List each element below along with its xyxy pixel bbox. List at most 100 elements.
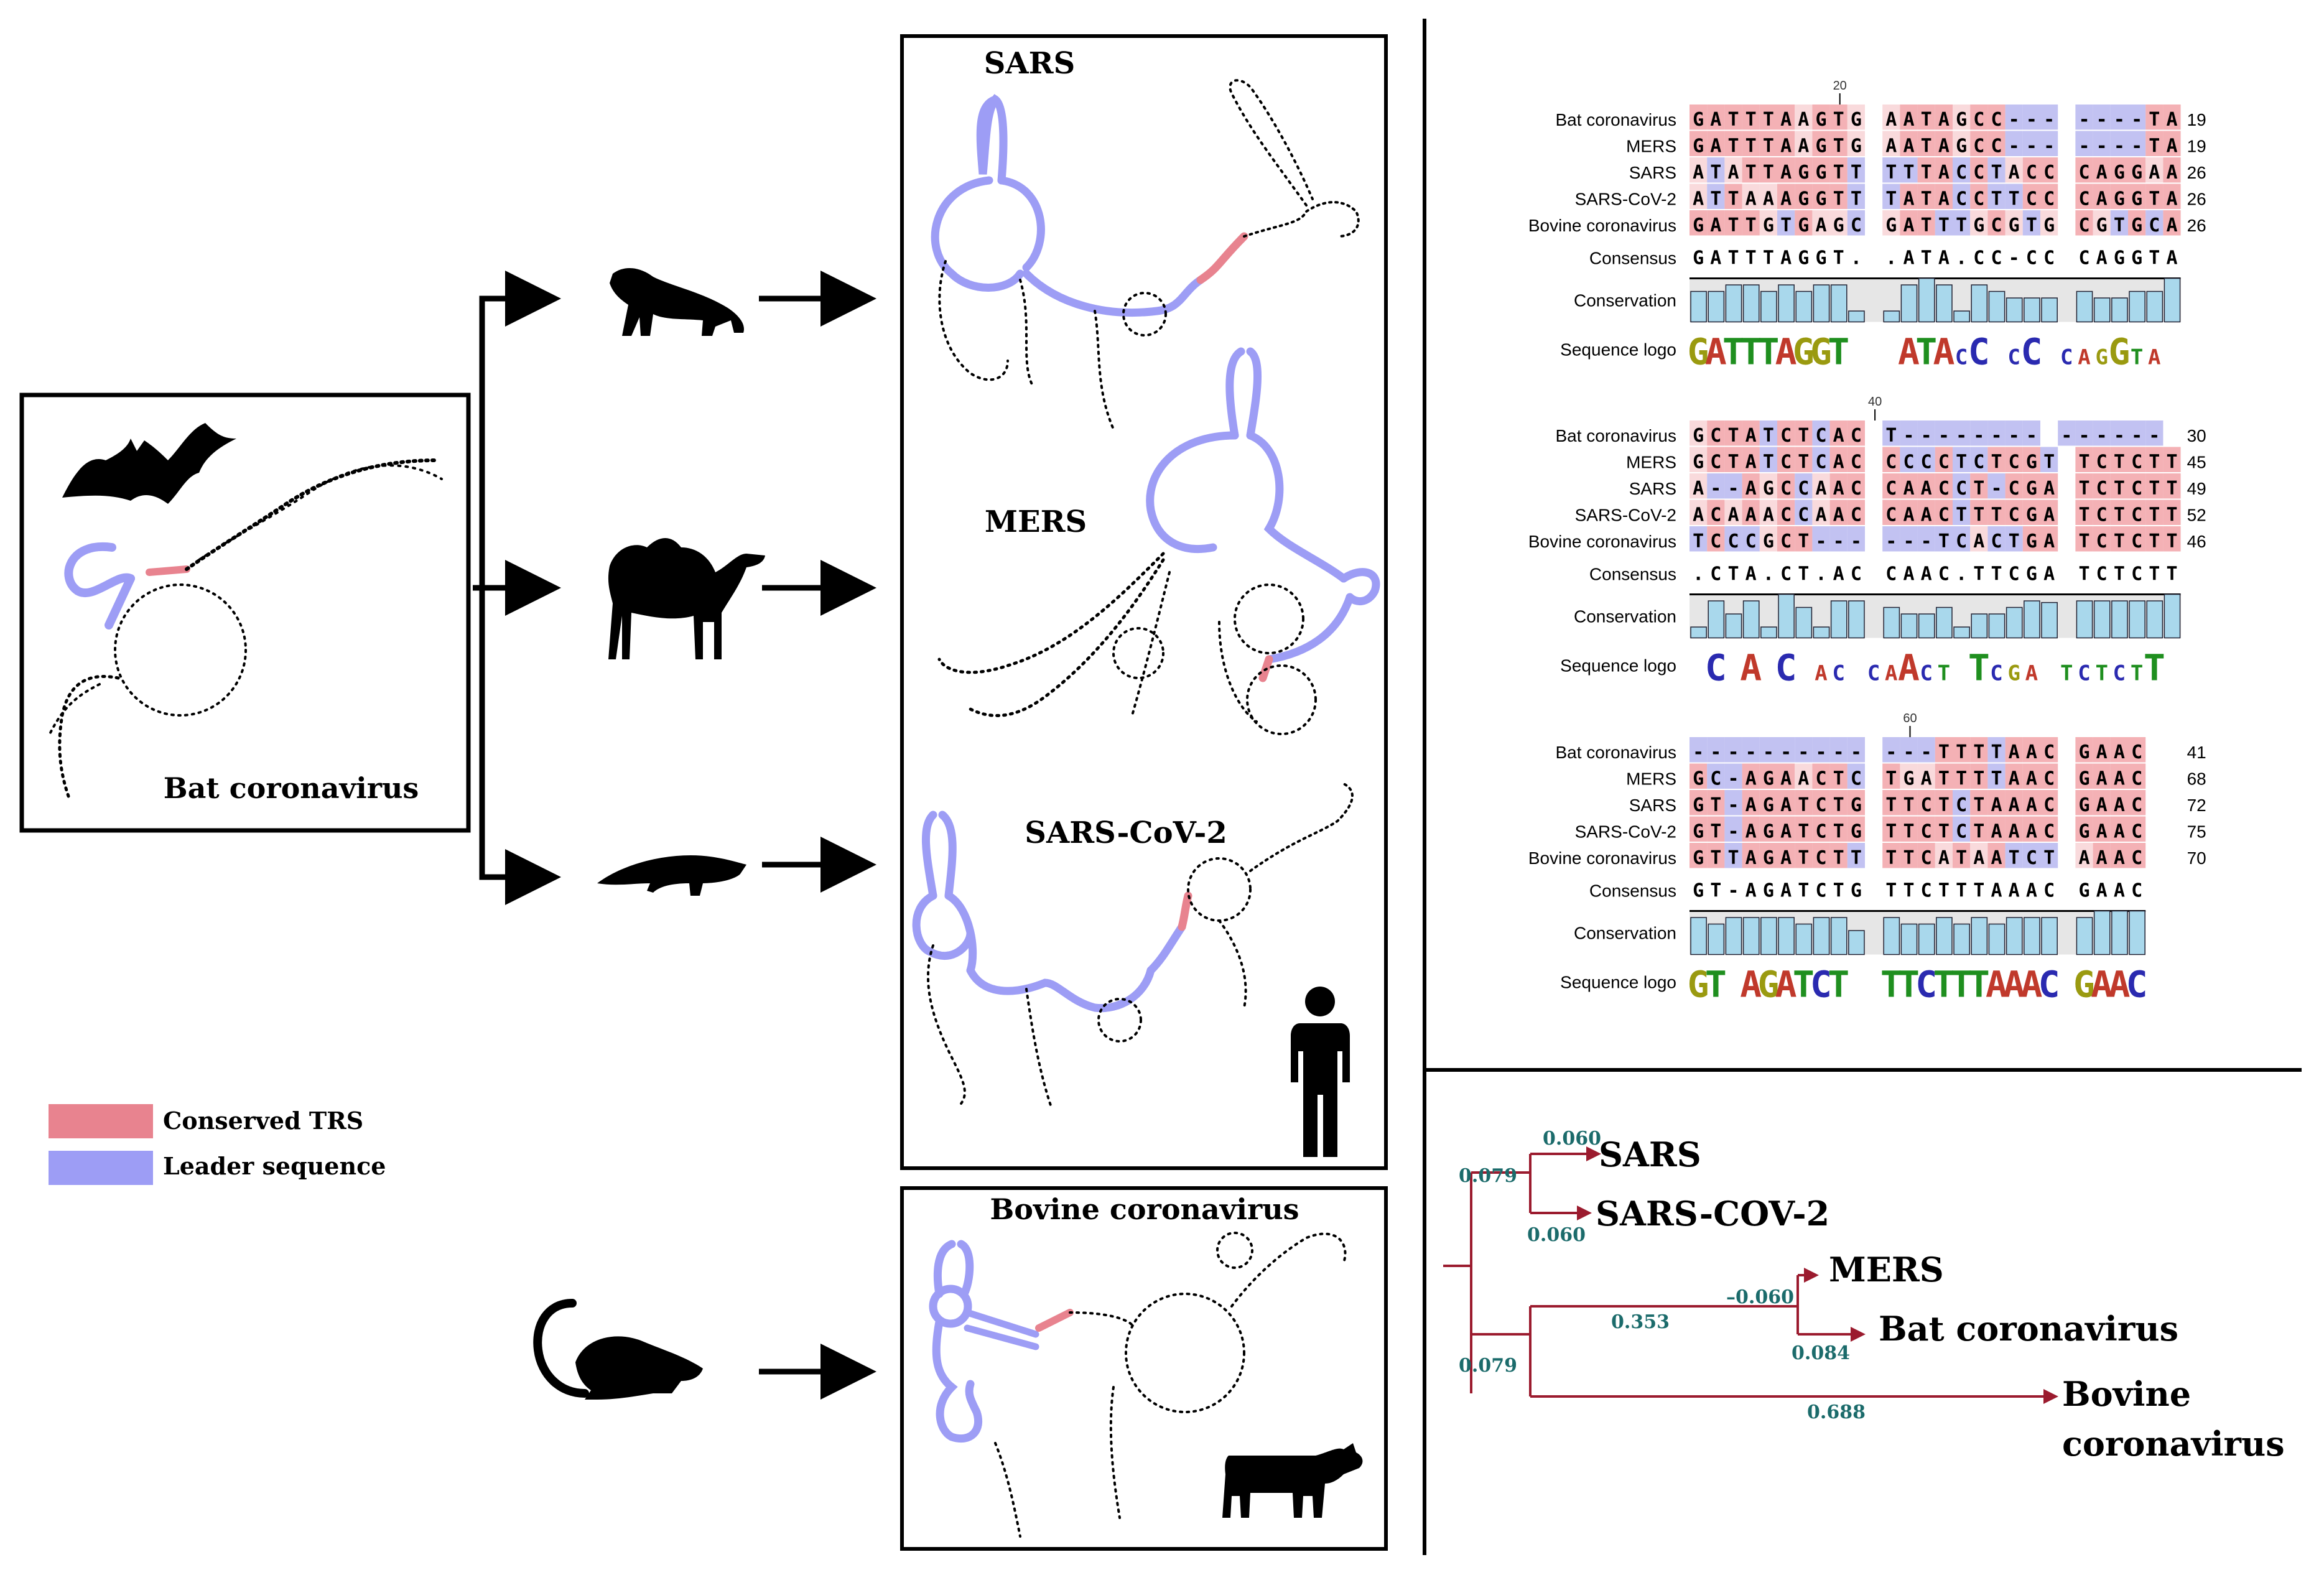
alignment-base: G	[1763, 531, 1774, 552]
alignment-base: T	[1833, 109, 1844, 131]
alignment-cell-bg	[2093, 447, 2111, 472]
alignment-cell-bg	[1707, 131, 1725, 156]
alignment-cell-bg	[1900, 105, 1918, 130]
alignment-base: T	[1973, 768, 1984, 790]
alignment-cell-bg	[1742, 843, 1760, 868]
alignment-cell-bg	[1935, 131, 1953, 156]
alignment-base: C	[1956, 478, 1967, 499]
conservation-bar	[2111, 297, 2128, 323]
consensus-base: .	[1851, 248, 1862, 269]
alignment-base: A	[1903, 478, 1914, 499]
alignment-base: G	[1903, 768, 1914, 790]
alignment-cell-bg	[1777, 157, 1795, 183]
alignment-base: C	[1710, 768, 1721, 790]
bovine-coronavirus-label: Bovine coronavirus	[990, 1192, 1299, 1226]
alignment-cell-bg	[1707, 157, 1725, 183]
alignment-base: C	[1727, 531, 1739, 552]
alignment-cell-bg	[1777, 184, 1795, 209]
conservation-bar	[1830, 600, 1848, 639]
alignment-cell-bg	[1917, 447, 1935, 472]
alignment-base: T	[1956, 504, 1967, 526]
conservation-bar	[1760, 917, 1777, 955]
alignment-base: T	[1851, 847, 1862, 869]
alignment-base: C	[1956, 188, 1967, 210]
alignment-base: C	[1815, 794, 1826, 816]
alignment-cell-bg	[1953, 105, 1971, 130]
alignment-row-end: 70	[2187, 848, 2206, 868]
logo-base: C	[2020, 331, 2042, 373]
conservation-bar	[1813, 917, 1830, 955]
alignment-cell-bg	[2005, 737, 2023, 763]
alignment-cell-bg	[1987, 210, 2006, 236]
alignment-cell-bg	[1953, 210, 1971, 236]
alignment-base: C	[1973, 162, 1984, 184]
alignment-cell-bg	[1987, 447, 2006, 472]
alignment-base: A	[1885, 109, 1897, 131]
alignment-base: T	[1833, 188, 1844, 210]
alignment-base: A	[2078, 847, 2089, 869]
logo-base: T	[1793, 964, 1815, 1006]
alignment-base: -	[2026, 425, 2037, 447]
alignment-base: A	[1780, 162, 1792, 184]
alignment-cell-bg	[1777, 843, 1795, 868]
alignment-cell-bg	[2022, 420, 2040, 446]
conservation-bar	[1725, 284, 1742, 323]
logo-base: A	[2078, 345, 2090, 370]
consensus-base: -	[1727, 880, 1739, 902]
alignment-cell-bg	[2110, 184, 2128, 209]
alignment-cell-bg	[1724, 105, 1742, 130]
length-bat: 0.084	[1792, 1342, 1850, 1364]
alignment-cell-bg	[2110, 737, 2128, 763]
alignment-base: A	[1693, 504, 1704, 526]
alignment-cell-bg	[1900, 473, 1918, 499]
alignment-cell-bg	[2128, 499, 2146, 525]
conservation-bar	[2024, 297, 2040, 323]
alignment-base: -	[2043, 109, 2055, 131]
alignment-base: T	[1798, 425, 1809, 447]
cow-icon	[1222, 1443, 1363, 1518]
alignment-base: T	[1851, 188, 1862, 210]
alignment-cell-bg	[2110, 526, 2128, 552]
alignment-cell-bg	[1690, 184, 1708, 209]
alignment-base: C	[1710, 425, 1721, 447]
alignment-cell-bg	[1987, 499, 2006, 525]
alignment-base: A	[1798, 768, 1809, 790]
alignment-base: C	[2043, 162, 2055, 184]
conservation-bar	[2129, 910, 2145, 955]
logo-base: A	[1986, 964, 2007, 1006]
alignment-base: T	[1833, 768, 1844, 790]
alignment-base: A	[2026, 741, 2037, 763]
alignment-cell-bg	[1759, 184, 1777, 209]
conservation-bar	[1883, 917, 1900, 955]
alignment-base: C	[2026, 162, 2037, 184]
alignment-cell-bg	[1742, 447, 1760, 472]
bovine-coronavirus-panel	[900, 1186, 1388, 1551]
alignment-cell-bg	[1917, 184, 1935, 209]
alignment-cell-bg	[2145, 131, 2164, 156]
alignment-base: C	[1745, 531, 1757, 552]
logo-base: A	[2025, 661, 2038, 686]
alignment-cell-bg	[1742, 473, 1760, 499]
alignment-cell-bg	[1829, 184, 1848, 209]
alignment-row-label: Bovine coronavirus	[1528, 532, 1676, 551]
alignment-base: T	[1885, 847, 1897, 869]
alignment-cell-bg	[1724, 157, 1742, 183]
consensus-base: .	[1956, 564, 1967, 585]
alignment-base: T	[2009, 531, 2020, 552]
alignment-cell-bg	[2022, 737, 2040, 763]
alignment-cell-bg	[1935, 473, 1953, 499]
alignment-cell-bg	[1812, 737, 1830, 763]
alignment-cell-bg	[2075, 499, 2093, 525]
alignment-base: T	[1938, 741, 1950, 763]
alignment-base: -	[1710, 478, 1721, 499]
consensus-base: A	[2114, 880, 2125, 902]
alignment-base: T	[2043, 452, 2055, 473]
legend: Conserved TRS Leader sequence	[49, 1104, 386, 1185]
alignment-row-end: 19	[2187, 137, 2206, 156]
alignment-cell-bg	[2145, 157, 2164, 183]
alignment-cell-bg	[1970, 816, 1988, 842]
legend-swatch-trs	[49, 1104, 153, 1138]
conservation-bar	[2076, 290, 2093, 323]
alignment-cell-bg	[1724, 210, 1742, 236]
alignment-cell-bg	[2022, 105, 2040, 130]
